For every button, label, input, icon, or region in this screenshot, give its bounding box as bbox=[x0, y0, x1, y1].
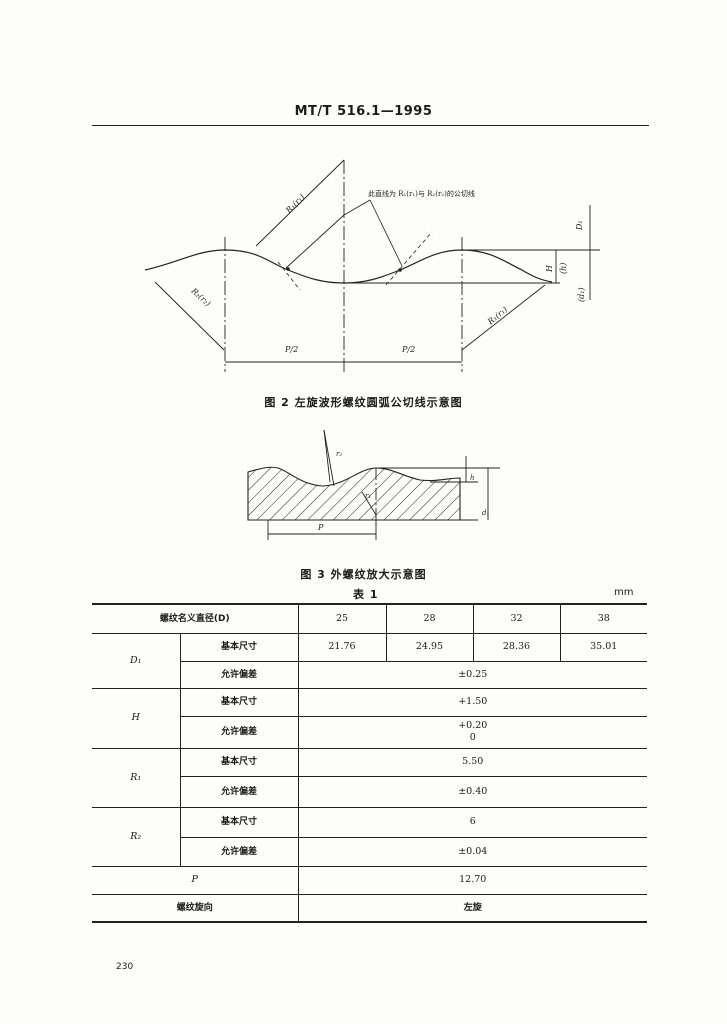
symbol-h: H bbox=[92, 687, 181, 749]
pitch-value: 12.70 bbox=[297, 865, 647, 895]
h-tolerance: +0.20 0 bbox=[297, 715, 647, 749]
d1-value: 24.95 bbox=[385, 632, 474, 662]
document-header: MT/T 516.1—1995 bbox=[294, 104, 433, 119]
table-row-r1-basic: R₁ 基本尺寸 5.50 bbox=[92, 747, 647, 808]
thread-profile-curve bbox=[144, 249, 553, 284]
leader-line-a bbox=[343, 199, 371, 216]
tol-label: 允许偏差 bbox=[180, 775, 299, 808]
thread-hatched-section bbox=[247, 466, 461, 521]
label-r2-left: R₂(r₂) bbox=[189, 286, 212, 308]
label-r1-top: R₁(r₁) bbox=[284, 193, 307, 216]
d1-value: 21.76 bbox=[297, 632, 387, 662]
h-basic-value: +1.50 bbox=[297, 687, 647, 717]
figure-2-diagram: R₁(r₁) 此直线为 R₁(r₁)与 R₂(r₂)的公切线 R₂(r₂) R₁… bbox=[144, 159, 600, 372]
label-p-half-right: P/2 bbox=[401, 345, 415, 354]
table-row-h-basic: H 基本尺寸 +1.50 bbox=[92, 687, 647, 749]
basic-label: 基本尺寸 bbox=[179, 632, 299, 662]
direction-value: 左旋 bbox=[297, 893, 647, 923]
radius-r1-right bbox=[461, 284, 546, 351]
r2-basic-value: 6 bbox=[297, 806, 647, 838]
diameter-cell: 32 bbox=[472, 603, 561, 634]
table-row-header: 螺纹名义直径(D) 25 28 32 38 bbox=[92, 603, 647, 634]
figure-2-caption: 图 2 左旋波形螺纹圆弧公切线示意图 bbox=[264, 396, 463, 409]
label-d1: D₁ bbox=[575, 220, 584, 231]
r1-basic-value: 5.50 bbox=[297, 747, 647, 777]
h-tol-upper: +0.20 bbox=[458, 720, 488, 731]
figure-3-caption: 图 3 外螺纹放大示意图 bbox=[300, 568, 427, 581]
table-unit: mm bbox=[614, 587, 634, 598]
tangent-dash-left bbox=[277, 261, 301, 291]
label-r2: r₂ bbox=[336, 450, 342, 458]
diameter-cell: 28 bbox=[385, 603, 474, 634]
label-tangent-note: 此直线为 R₁(r₁)与 R₂(r₂)的公切线 bbox=[368, 189, 475, 198]
tol-label: 允许偏差 bbox=[180, 836, 299, 867]
table-row-d1-basic: D₁ 基本尺寸 21.76 24.95 28.36 35.01 bbox=[92, 632, 647, 689]
figure-3-diagram: r₂ r₁ h d₁ P bbox=[247, 429, 500, 540]
radius-r2-left bbox=[154, 281, 225, 351]
diameter-cell: 25 bbox=[297, 603, 387, 634]
diameter-cell: 38 bbox=[559, 603, 647, 634]
symbol-r1: R₁ bbox=[92, 747, 181, 808]
basic-label: 基本尺寸 bbox=[179, 806, 299, 838]
label-p: P bbox=[317, 523, 324, 532]
page-number: 230 bbox=[116, 962, 134, 972]
radius-r2 bbox=[323, 429, 331, 483]
r2-tolerance: ±0.04 bbox=[297, 836, 647, 867]
tangent-line bbox=[285, 214, 345, 269]
basic-label: 基本尺寸 bbox=[179, 687, 299, 717]
label-d1: d₁ bbox=[482, 509, 489, 517]
d1-value: 28.36 bbox=[472, 632, 561, 662]
h-tol-lower: 0 bbox=[469, 732, 476, 743]
tol-label: 允许偏差 bbox=[180, 660, 299, 689]
label-r1: r₁ bbox=[365, 492, 371, 500]
header-label: 螺纹名义直径(D) bbox=[92, 603, 299, 634]
centerline-r2 bbox=[323, 429, 335, 487]
table-row-pitch: P 12.70 bbox=[92, 865, 647, 895]
label-d1-paren: (d₁) bbox=[577, 287, 586, 302]
table-row-r2-basic: R₂ 基本尺寸 6 bbox=[92, 806, 647, 867]
table-row-d1-tol: 允许偏差 ±0.25 bbox=[92, 660, 647, 689]
direction-label: 螺纹旋向 bbox=[92, 893, 299, 923]
radius-r1 bbox=[361, 491, 377, 516]
label-h: h bbox=[470, 474, 475, 482]
symbol-d1: D₁ bbox=[92, 632, 181, 689]
leader-line-b bbox=[369, 199, 403, 267]
label-p-half-left: P/2 bbox=[284, 345, 298, 354]
symbol-p: P bbox=[92, 865, 299, 895]
radius-r1-top bbox=[255, 159, 345, 247]
tol-label: 允许偏差 bbox=[180, 715, 299, 749]
label-h: H bbox=[545, 264, 554, 273]
label-h-paren: (h) bbox=[559, 263, 568, 274]
symbol-r2: R₂ bbox=[92, 806, 181, 867]
header-rule bbox=[92, 125, 649, 126]
table-title: 表 1 bbox=[353, 588, 379, 601]
d1-value: 35.01 bbox=[559, 632, 647, 662]
d1-tolerance: ±0.25 bbox=[297, 660, 647, 689]
thread-spec-table: 螺纹名义直径(D) 25 28 32 38 D₁ 基本尺寸 21.76 24.9… bbox=[92, 603, 647, 923]
r1-tolerance: ±0.40 bbox=[297, 775, 647, 808]
tangent-dash-right bbox=[385, 231, 433, 286]
basic-label: 基本尺寸 bbox=[179, 747, 299, 777]
table-row-direction: 螺纹旋向 左旋 bbox=[92, 893, 647, 923]
table-row-r2-tol: 允许偏差 ±0.04 bbox=[92, 836, 647, 867]
